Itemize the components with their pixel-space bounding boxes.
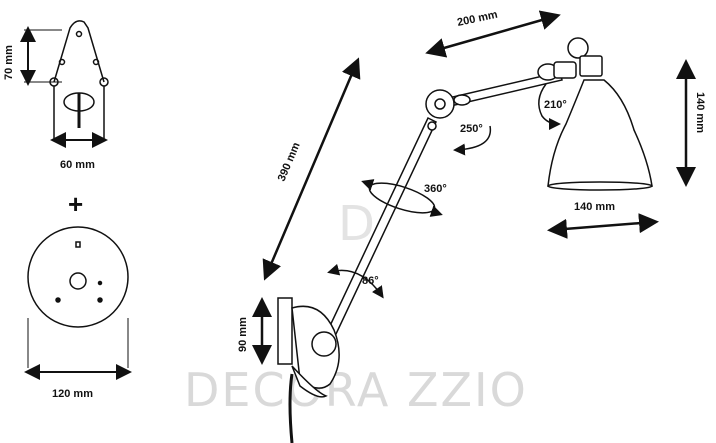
plate-diameter-label: 120 mm [52, 388, 93, 400]
arm-length-dimension [262, 57, 361, 281]
arm-rotation-arrow [361, 179, 443, 217]
shade-width-dimension [547, 213, 659, 239]
base-height-label: 90 mm [237, 317, 249, 352]
wall-mount [277, 297, 340, 398]
base-rotation-arrow [327, 263, 384, 299]
watermark-text: DECORA ZZIO [184, 363, 528, 417]
wall-bracket [49, 20, 109, 140]
bracket-height-label: 70 mm [3, 45, 15, 80]
shade-joint [537, 37, 603, 81]
arm-length-label: 390 mm [276, 141, 303, 184]
rotation-angle-label: 360° [424, 183, 447, 195]
base-angle-label: 86° [362, 275, 379, 287]
lamp-shade [547, 79, 653, 191]
wall-plate [27, 226, 129, 328]
elbow-rotation-arrow [453, 125, 492, 156]
power-cable [288, 373, 294, 443]
shade-rotation-arrow [538, 83, 561, 130]
bracket-width-label: 60 mm [60, 159, 95, 171]
plus-sign: + [68, 189, 83, 219]
shade-angle-label: 210° [544, 99, 567, 111]
upper-arm-label: 200 mm [456, 9, 499, 29]
elbow-angle-label: 250° [460, 123, 483, 135]
shade-height-label: 140 mm [694, 92, 706, 133]
elbow-joint [425, 89, 471, 131]
upper-arm-dimension [425, 10, 561, 58]
shade-width-label: 140 mm [574, 201, 615, 213]
